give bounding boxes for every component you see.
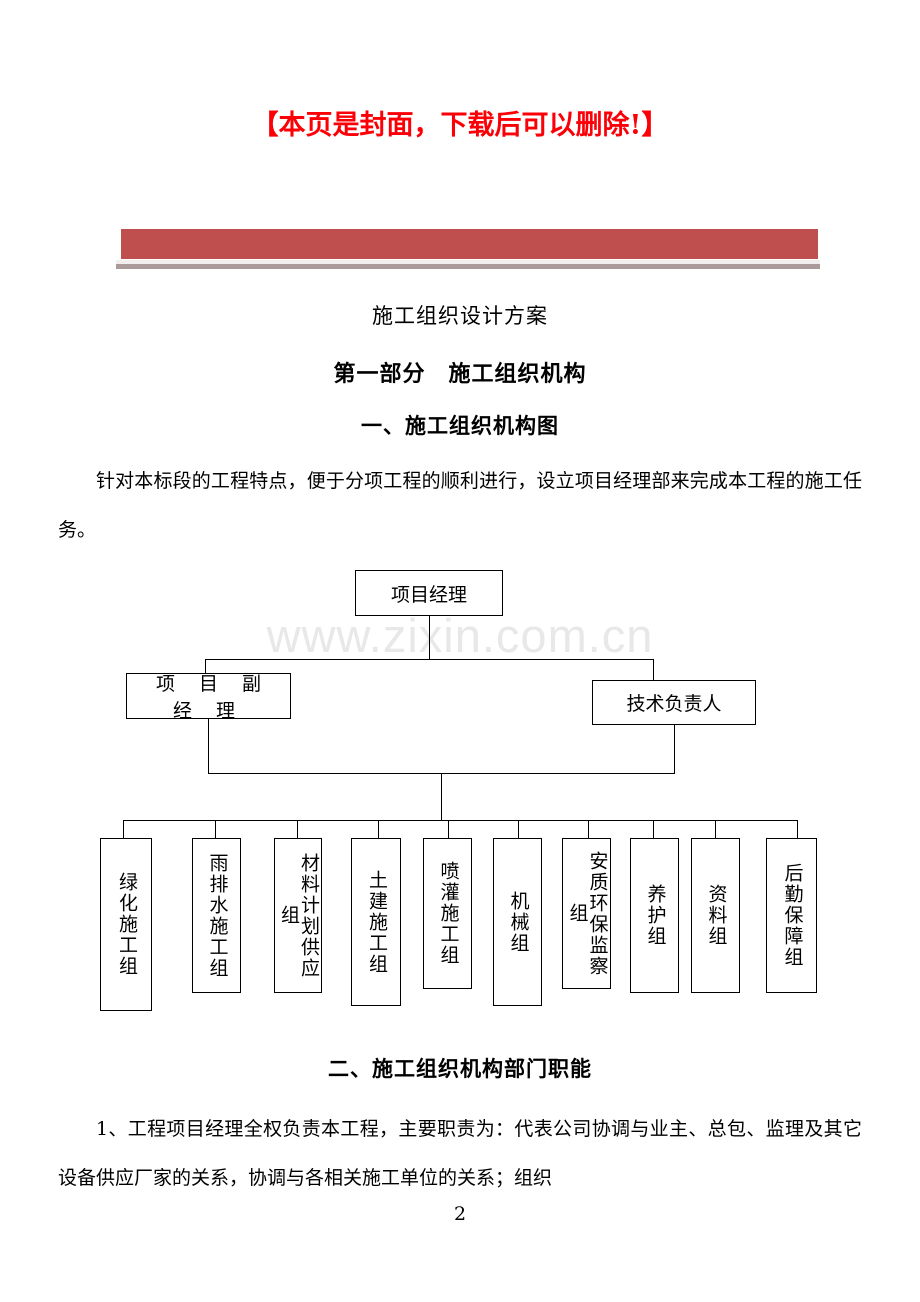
connector-l3-stem-10 [797, 820, 798, 839]
section-heading-1: 一、施工组织机构图 [361, 413, 559, 438]
connector-l3-stem-4 [378, 820, 379, 839]
org-node-civil-works-construction-team: 土建施工组 [351, 838, 401, 1006]
intro-paragraph: 针对本标段的工程特点，便于分项工程的顺利进行，设立项目经理部来完成本工程的施工任… [58, 470, 862, 541]
connector-l3-stem-5 [448, 820, 449, 839]
org-node-storm-drainage-construction-team: 雨排水施工组 [192, 838, 241, 993]
connector-l3-stem-2 [215, 820, 216, 839]
connector-l3-stem-3 [297, 820, 298, 839]
connector-deputy-down [208, 719, 209, 773]
org-node-deputy-project-manager: 项 目 副 经 理 [126, 673, 291, 722]
section-heading-2: 二、施工组织机构部门职能 [328, 1056, 592, 1081]
connector-l3-stem-6 [518, 820, 519, 839]
banner-red-bar [120, 228, 819, 260]
page-number: 2 [453, 1203, 467, 1225]
org-node-label: 材料计划供应组 [278, 852, 320, 979]
org-node-machinery-team: 机械组 [493, 838, 542, 1006]
banner-shadow-base [113, 269, 820, 272]
org-node-project-manager: 项目经理 [355, 570, 503, 616]
org-node-label: 喷灌施工组 [437, 861, 460, 966]
org-node-label: 后勤保障组 [781, 863, 804, 968]
banner-shadow-dark [116, 264, 820, 269]
org-node-label: 土建施工组 [365, 869, 388, 975]
connector-l3-stem-9 [715, 820, 716, 839]
connector-l3-stem-7 [588, 820, 589, 839]
org-node-material-planning-supply-team: 材料计划供应组 [274, 838, 322, 993]
page-title: 施工组织设计方案 [372, 304, 548, 328]
connector-l3-stem-8 [653, 820, 654, 839]
org-node-sprinkler-irrigation-construction-team: 喷灌施工组 [423, 838, 472, 989]
org-node-safety-quality-environmental-inspection-team: 安质环保监察组 [562, 838, 611, 989]
part-title: 第一部分 施工组织机构 [333, 361, 587, 387]
org-node-label: 技术负责人 [626, 693, 722, 715]
banner-shadow-light [116, 260, 820, 264]
watermark: www.zixin.com.cn [266, 609, 654, 662]
connector-l2-bus [205, 659, 654, 660]
cover-notice: 【本页是封面，下载后可以删除!】 [251, 110, 669, 141]
org-node-label: 机械组 [507, 890, 530, 954]
decorative-banner [113, 228, 820, 272]
connector-l3-bus [123, 820, 798, 821]
connector-l3-stem [441, 773, 442, 821]
connector-l2-drop-right [653, 659, 654, 680]
duty-paragraph: 1、工程项目经理全权负责本工程，主要职责为：代表公司协调与业主、总包、监理及其它… [58, 1118, 862, 1189]
org-node-greening-construction-team: 绿化施工组 [100, 838, 152, 1011]
connector-technical-down [674, 725, 675, 773]
org-node-maintenance-team: 养护组 [630, 838, 679, 993]
org-node-label: 项 目 副 经 理 [155, 673, 271, 722]
org-node-technical-director: 技术负责人 [592, 680, 756, 725]
org-node-label: 安质环保监察组 [566, 850, 609, 977]
org-node-label: 养护组 [644, 884, 667, 947]
connector-l1-stem [429, 616, 430, 659]
connector-l3-stem-1 [123, 820, 124, 839]
org-node-documentation-team: 资料组 [691, 838, 740, 993]
org-node-logistics-support-team: 后勤保障组 [766, 838, 817, 993]
org-node-label: 绿化施工组 [115, 872, 138, 977]
connector-l2-drop-left [205, 659, 206, 673]
org-node-label: 雨排水施工组 [206, 852, 229, 979]
org-node-label: 项目经理 [390, 583, 467, 606]
org-node-label: 资料组 [705, 884, 728, 947]
